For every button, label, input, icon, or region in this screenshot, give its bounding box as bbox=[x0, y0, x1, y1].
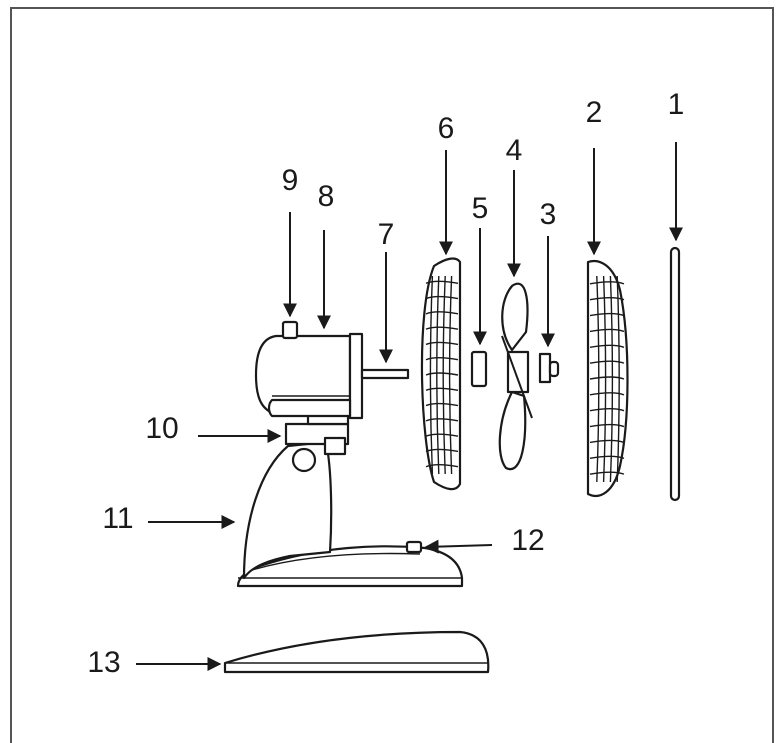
guard-mesh-wire bbox=[589, 312, 625, 317]
guard-mesh-wire bbox=[425, 311, 459, 315]
guard-mesh-wire bbox=[425, 341, 459, 346]
callout-13: 13 bbox=[87, 646, 120, 679]
guard-mesh-wire bbox=[589, 297, 625, 301]
guard-mesh-wire bbox=[589, 344, 625, 348]
guard-mesh-wire bbox=[589, 471, 625, 475]
part-guard-ring bbox=[669, 246, 681, 502]
callout-12: 12 bbox=[511, 524, 544, 557]
diagram-frame bbox=[10, 7, 774, 743]
callout-6: 6 bbox=[438, 112, 455, 145]
part-stand-base bbox=[236, 410, 464, 588]
part-front-guard bbox=[586, 259, 629, 497]
part-blade bbox=[498, 282, 533, 471]
guard-mesh-wire bbox=[442, 275, 446, 475]
callout-11: 11 bbox=[102, 502, 133, 535]
guard-mesh-wire bbox=[425, 372, 459, 376]
guard-mesh-wire bbox=[589, 408, 625, 412]
guard-mesh-wire bbox=[602, 275, 607, 483]
callout-7: 7 bbox=[378, 218, 395, 251]
guard-mesh-wire bbox=[609, 275, 614, 483]
guard-mesh-wire bbox=[589, 376, 625, 380]
guard-mesh-wire bbox=[589, 455, 625, 459]
callout-8: 8 bbox=[318, 180, 335, 213]
guard-mesh-wire bbox=[589, 439, 625, 444]
guard-mesh-wire bbox=[425, 433, 459, 437]
guard-mesh-wire bbox=[589, 423, 625, 428]
callout-5: 5 bbox=[472, 192, 489, 225]
guard-mesh-wire bbox=[429, 275, 434, 475]
guard-mesh-wire bbox=[589, 360, 625, 364]
callout-numbers: 1 2 3 4 5 6 7 8 9 10 11 12 13 bbox=[87, 88, 684, 679]
guard-mesh-wire bbox=[448, 275, 453, 475]
part-spinner-nut bbox=[538, 352, 560, 384]
part-base-cover bbox=[223, 630, 490, 674]
callout-1: 1 bbox=[668, 88, 685, 121]
guard-mesh-wire bbox=[436, 275, 440, 475]
callout-4: 4 bbox=[506, 134, 523, 167]
guard-mesh-wire bbox=[425, 387, 459, 391]
guard-mesh-wire bbox=[425, 326, 459, 330]
callout-2: 2 bbox=[586, 96, 603, 129]
part-hub-sleeve bbox=[470, 350, 488, 388]
callout-9: 9 bbox=[282, 164, 299, 197]
part-motor-housing bbox=[254, 320, 410, 420]
guard-mesh-wire bbox=[589, 392, 625, 396]
leader-lines bbox=[136, 142, 683, 671]
guard-mesh-wire bbox=[616, 275, 620, 483]
guard-mesh-wire bbox=[425, 448, 459, 453]
guard-mesh-wire bbox=[589, 328, 625, 333]
guard-mesh-wire bbox=[425, 357, 459, 361]
guard-mesh-wire bbox=[596, 275, 600, 483]
callout-10: 10 bbox=[145, 412, 178, 445]
callout-3: 3 bbox=[540, 198, 557, 231]
guard-mesh-wire bbox=[425, 295, 459, 300]
part-rear-guard bbox=[420, 257, 462, 491]
guard-mesh-wire bbox=[425, 418, 459, 422]
guard-mesh-wire bbox=[425, 402, 459, 407]
